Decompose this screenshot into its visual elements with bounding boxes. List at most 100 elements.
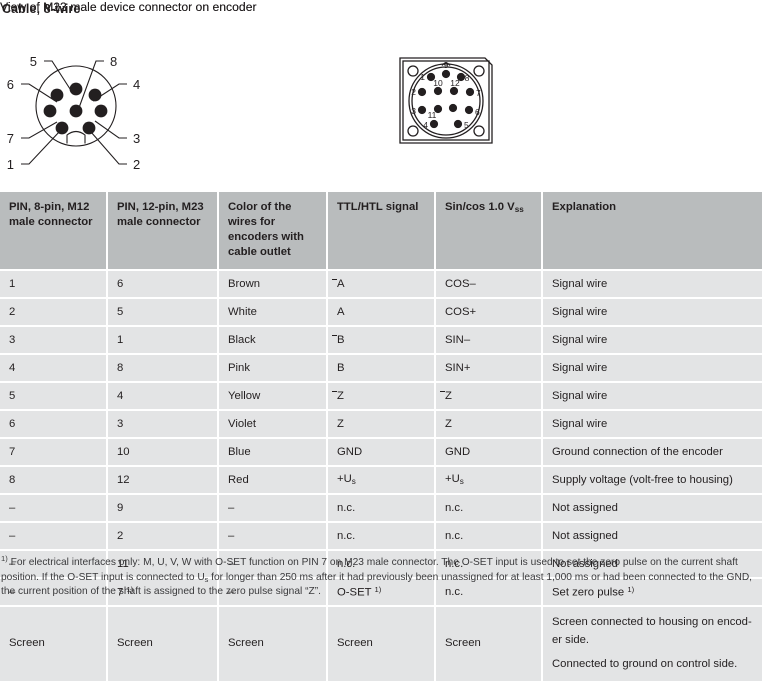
cell-explanation: Not assigned bbox=[542, 549, 762, 579]
m12-diagram-caption: View of M12 male device connector on enc… bbox=[0, 0, 257, 14]
cell-m23-pin: 5 bbox=[107, 297, 219, 327]
cell-ttl-signal: GND bbox=[327, 437, 436, 467]
cell-ttl-signal: A bbox=[327, 297, 436, 327]
m12-pin-label-5: 5 bbox=[30, 54, 37, 69]
cell-ttl-signal: B bbox=[327, 353, 436, 383]
cell-m23-pin: 8 bbox=[107, 353, 219, 383]
cell-sincos-signal: SIN+ bbox=[435, 353, 543, 383]
cell-sincos-signal: n.c. bbox=[435, 521, 543, 551]
table-header-row: PIN, 8-pin, M12 male connector PIN, 12-p… bbox=[0, 192, 762, 271]
table-row: –9–n.c.n.c.Not assigned bbox=[0, 493, 762, 523]
cell-m12-pin: 5 bbox=[0, 381, 108, 411]
cell-ttl-signal: n.c. bbox=[327, 549, 436, 579]
cell-ttl-signal: Z bbox=[327, 409, 436, 439]
m23-pin-label-8: 8 bbox=[465, 73, 470, 83]
cell-explanation: Signal wire bbox=[542, 269, 762, 299]
cell-wire-color: Blue bbox=[218, 437, 328, 467]
cell-m12-pin: 4 bbox=[0, 353, 108, 383]
cell-m12-pin: 6 bbox=[0, 409, 108, 439]
m23-pin-label-5: 5 bbox=[464, 120, 469, 130]
m23-pin-label-10: 10 bbox=[433, 78, 443, 88]
cell-m23-pin: 9 bbox=[107, 493, 219, 523]
cell-ttl-signal: Screen bbox=[327, 605, 436, 681]
cell-sincos-signal: n.c. bbox=[435, 493, 543, 523]
cell-sincos-signal: GND bbox=[435, 437, 543, 467]
cell-sincos-signal: Screen bbox=[435, 605, 543, 681]
m23-pin-label-12: 12 bbox=[450, 78, 460, 88]
cell-sincos-signal: n.c. bbox=[435, 549, 543, 579]
cell-m12-pin: – bbox=[0, 521, 108, 551]
cell-m23-pin: 3 bbox=[107, 409, 219, 439]
cell-m12-pin: 1 bbox=[0, 269, 108, 299]
m23-pin-label-11: 11 bbox=[428, 110, 437, 120]
m23-pin-label-3: 3 bbox=[411, 106, 416, 116]
cell-wire-color: – bbox=[218, 549, 328, 579]
footnote-marker: 1) bbox=[1, 554, 8, 563]
cell-explanation: Screen connected to housing on encod-er … bbox=[542, 605, 762, 681]
column-header-explanation: Explanation bbox=[542, 192, 762, 271]
column-header-m23-pin: PIN, 12-pin, M23 male connector bbox=[107, 192, 219, 271]
cell-sincos-signal: Z bbox=[435, 381, 543, 411]
cell-wire-color: – bbox=[218, 521, 328, 551]
m12-pin-label-6: 6 bbox=[7, 77, 14, 92]
cell-m23-pin: 4 bbox=[107, 381, 219, 411]
table-row: –11–n.c.n.c.Not assigned bbox=[0, 549, 762, 579]
column-header-m12-pin: PIN, 8-pin, M12 male connector bbox=[0, 192, 108, 271]
cell-explanation: Signal wire bbox=[542, 325, 762, 355]
cell-explanation: Signal wire bbox=[542, 297, 762, 327]
cell-ttl-signal: A bbox=[327, 269, 436, 299]
cell-sincos-signal: SIN– bbox=[435, 325, 543, 355]
cell-wire-color: Black bbox=[218, 325, 328, 355]
cell-wire-color: Yellow bbox=[218, 381, 328, 411]
footnote: 1) For electrical interfaces only: M, U,… bbox=[1, 554, 757, 600]
cell-ttl-signal: Z bbox=[327, 381, 436, 411]
cell-m12-pin: 2 bbox=[0, 297, 108, 327]
m12-pin-label-8: 8 bbox=[110, 54, 117, 69]
m23-pin-label-7: 7 bbox=[476, 88, 481, 98]
cell-sincos-signal: +Us bbox=[435, 465, 543, 495]
m23-pin-label-2: 2 bbox=[411, 87, 416, 97]
cell-m23-pin: Screen bbox=[107, 605, 219, 681]
cell-wire-color: White bbox=[218, 297, 328, 327]
m23-pin-label-9: 9 bbox=[444, 60, 449, 70]
cell-wire-color: – bbox=[218, 493, 328, 523]
m12-pin-label-3: 3 bbox=[133, 131, 140, 146]
cell-explanation: Signal wire bbox=[542, 409, 762, 439]
m12-pin-label-7: 7 bbox=[7, 131, 14, 146]
m23-connector-diagram: 9 1 8 10 12 2 7 3 11 6 4 5 bbox=[392, 48, 512, 163]
m12-pin-label-1: 1 bbox=[7, 157, 14, 172]
cell-explanation: Not assigned bbox=[542, 493, 762, 523]
cell-m12-pin: – bbox=[0, 493, 108, 523]
cell-wire-color: Pink bbox=[218, 353, 328, 383]
cell-wire-color: Violet bbox=[218, 409, 328, 439]
cell-wire-color: Brown bbox=[218, 269, 328, 299]
cell-ttl-signal: +Us bbox=[327, 465, 436, 495]
cell-sincos-signal: Z bbox=[435, 409, 543, 439]
m12-pin-label-4: 4 bbox=[133, 77, 140, 92]
cell-m12-pin: 8 bbox=[0, 465, 108, 495]
cell-ttl-signal: n.c. bbox=[327, 521, 436, 551]
m23-pin-label-1: 1 bbox=[420, 72, 425, 82]
m12-pin-label-2: 2 bbox=[133, 157, 140, 172]
pin-assignment-table: PIN, 8-pin, M12 male connector PIN, 12-p… bbox=[0, 192, 762, 681]
cell-wire-color: Screen bbox=[218, 605, 328, 681]
cell-m23-pin: 2 bbox=[107, 521, 219, 551]
cell-m23-pin: 1 bbox=[107, 325, 219, 355]
cell-explanation: Signal wire bbox=[542, 353, 762, 383]
column-header-sincos-signal: Sin/cos 1.0 Vss bbox=[435, 192, 543, 271]
cell-m12-pin: 3 bbox=[0, 325, 108, 355]
m23-pin-label-6: 6 bbox=[475, 107, 480, 117]
cell-m12-pin: – bbox=[0, 549, 108, 579]
cell-explanation: Ground connection of the encoder bbox=[542, 437, 762, 467]
cell-explanation: Supply voltage (volt-free to housing) bbox=[542, 465, 762, 495]
m23-diagram-caption: View of M23 male device connector on enc… bbox=[0, 0, 257, 14]
